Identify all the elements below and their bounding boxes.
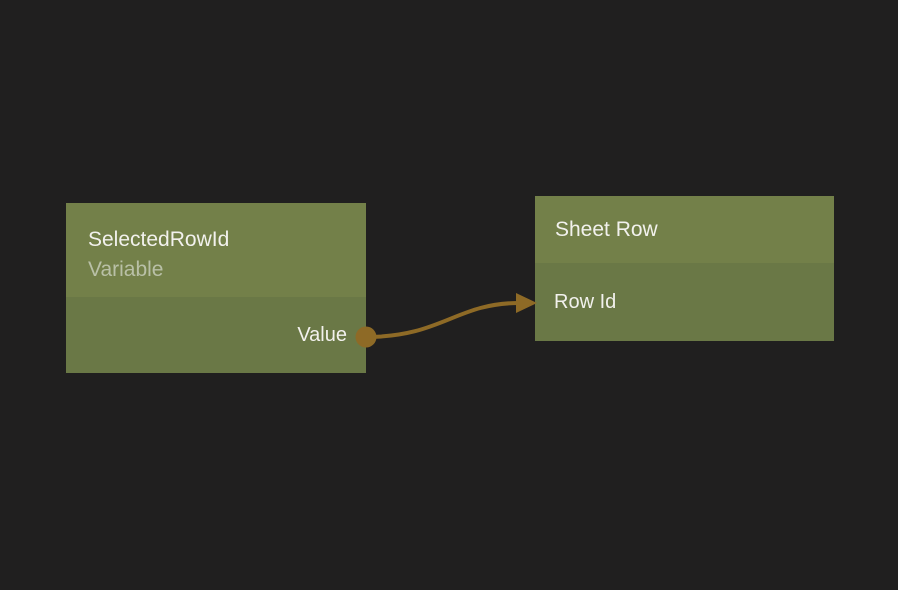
output-port-row-value[interactable]: Value [66,297,366,373]
output-port-label: Value [297,323,347,346]
node-title: Sheet Row [555,217,658,241]
input-port-label: Row Id [554,290,617,313]
node-sheetrow-header[interactable]: Sheet Row [535,196,834,263]
node-title: SelectedRowId [88,228,230,251]
node-sheetrow[interactable]: Sheet Row Row Id [535,196,834,341]
wire-arrowhead [516,293,537,313]
node-subtitle: Variable [88,258,164,281]
connection-wire[interactable] [364,301,521,339]
node-selectedrowid[interactable]: SelectedRowId Variable Value [66,203,366,373]
node-sheetrow-body: Row Id [535,263,834,341]
node-selectedrowid-header[interactable]: SelectedRowId Variable [66,203,366,297]
input-port-row-rowid[interactable]: Row Id [535,263,834,341]
node-selectedrowid-body: Value [66,297,366,373]
